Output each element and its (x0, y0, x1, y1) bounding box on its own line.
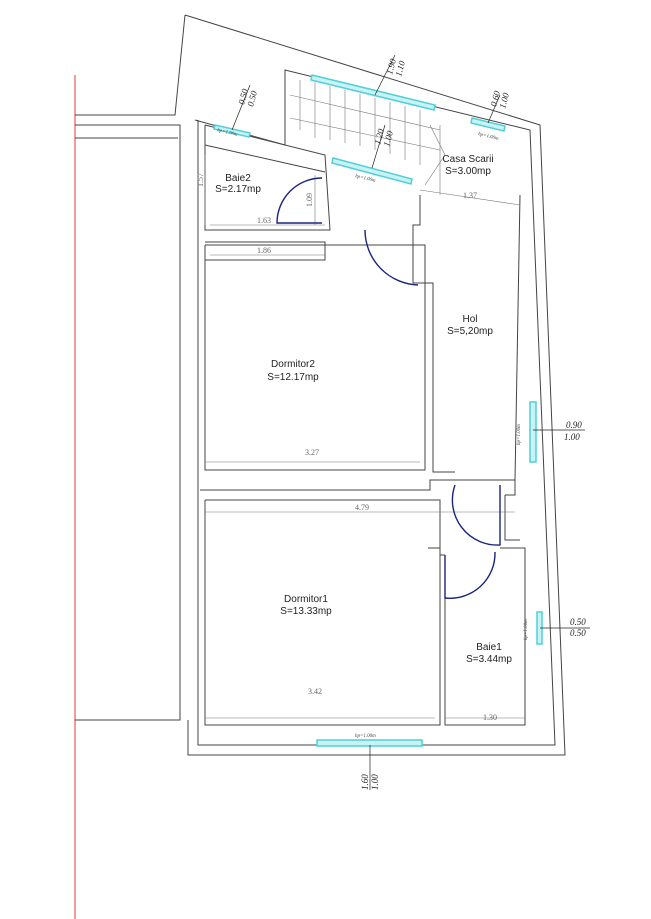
room-name: Hol (462, 314, 477, 325)
label-dimensions-stair: 1.37 (463, 191, 477, 200)
label-windows-0-hp: hp=1.00m (217, 128, 239, 138)
label-windows-5-hp: hp=1.00m (524, 619, 529, 640)
label-windows-6-w: 1.60 (360, 774, 370, 790)
label-dimensions-d1_top: 4.79 (355, 503, 369, 512)
label-windows-4-h: 1.00 (564, 432, 580, 442)
label-dimensions-baie2_side: 1.57 (196, 173, 205, 187)
label-windows-5-h: 0.50 (570, 628, 586, 638)
outer-walls (184, 14, 566, 756)
label-windows-4-w: 0.90 (566, 420, 582, 430)
room-area: S=3.00mp (445, 166, 491, 177)
label-windows-1-h: 1.10 (393, 59, 407, 77)
label-windows-4-hp: hp=1.00m (517, 424, 522, 445)
room-area: S=5,20mp (447, 326, 493, 337)
label-windows-3-w: 1.20 (372, 127, 386, 145)
label-windows-3-hp: hp=1.00m (355, 174, 377, 184)
window-labels: 0.50 0.50 1.90 1.10 0.60 1.00 1.20 1.00 … (217, 57, 587, 790)
label-dimensions-d1_bottom: 3.42 (308, 687, 322, 696)
room-name: Casa Scarii (442, 154, 493, 165)
label-windows-2-w: 0.60 (488, 89, 502, 107)
label-windows-6-h: 1.00 (370, 774, 380, 790)
label-windows-1-w: 1.90 (384, 57, 398, 75)
dimension-labels: 1.63 1.86 3.27 4.79 3.42 1.30 1.37 1.09 … (196, 173, 497, 722)
label-windows-3-h: 1.00 (381, 129, 395, 147)
neighbor-building (75, 14, 189, 755)
label-windows-5-w: 0.50 (570, 617, 586, 627)
room-name: Dormitor2 (271, 359, 315, 370)
label-dimensions-baie2_width: 1.63 (257, 216, 271, 225)
room-labels: Baie2 S=2.17mp Casa Scarii S=3.00mp Hol … (215, 154, 512, 665)
label-dimensions-d2_top: 1.86 (257, 246, 271, 255)
room-area: S=13.33mp (280, 606, 332, 617)
label-windows-2-hp: hp=1.00m (478, 132, 500, 142)
room-name: Baie1 (476, 642, 502, 653)
stairs (289, 80, 521, 206)
label-windows-2-h: 1.00 (497, 91, 511, 109)
dimension-lines (204, 155, 525, 719)
room-area: S=2.17mp (215, 184, 261, 195)
windows (213, 74, 543, 747)
label-windows-0-w: 0.50 (236, 87, 250, 105)
label-dimensions-baie1_bottom: 1.30 (483, 713, 497, 722)
room-name: Baie2 (225, 173, 251, 184)
window-leaders (231, 54, 590, 790)
label-windows-6-hp: hp=1.00m (355, 734, 376, 739)
room-area: S=12.17mp (267, 372, 319, 383)
room-name: Dormitor1 (284, 594, 328, 605)
room-area: S=3.44mp (466, 654, 512, 665)
label-windows-0-h: 0.50 (245, 89, 259, 107)
label-dimensions-d2_bottom: 3.27 (305, 448, 319, 457)
label-dimensions-baie2_height: 1.09 (305, 193, 314, 207)
doors (276, 177, 501, 599)
